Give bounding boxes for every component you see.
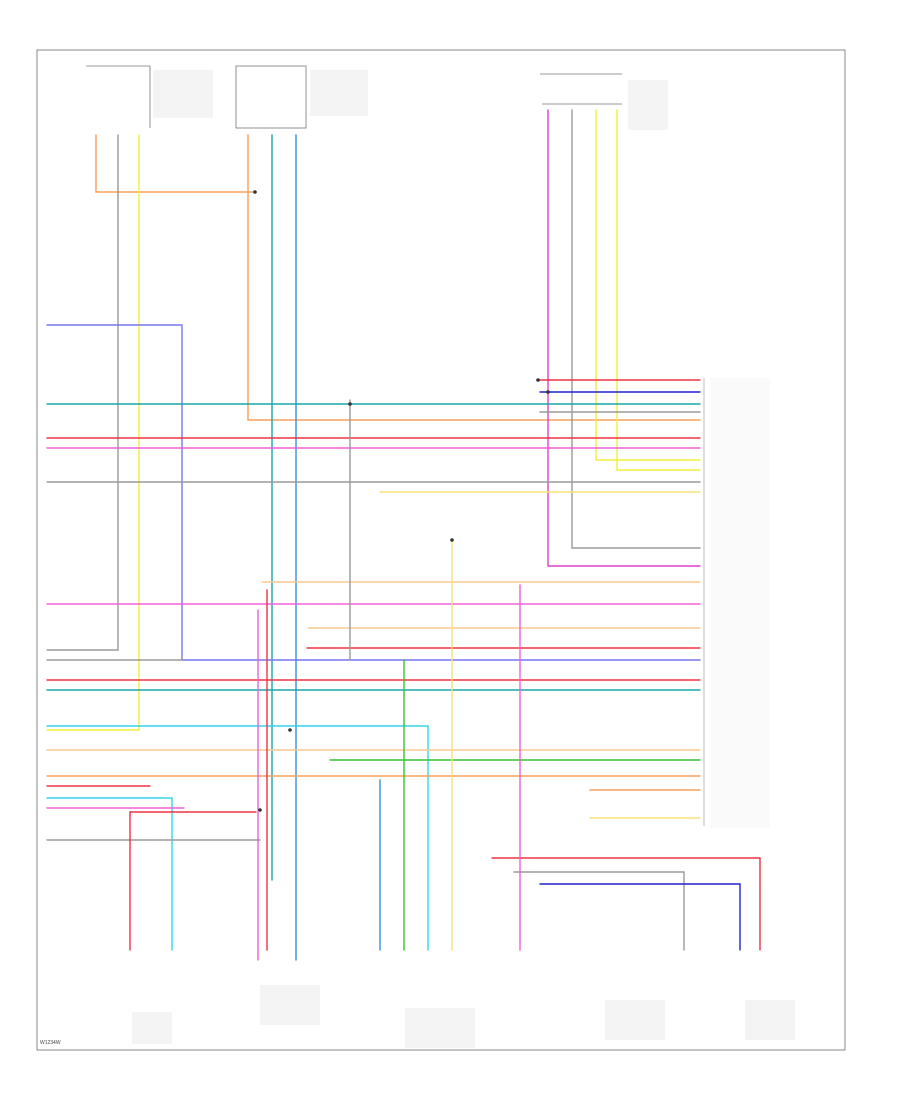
wire-yellow-9 <box>616 109 701 471</box>
wire-orange-0 <box>95 134 256 193</box>
splice-dot-1 <box>348 402 352 406</box>
connector-top-left <box>86 65 213 128</box>
splice-dot-4 <box>258 808 262 812</box>
splice-dot-6 <box>536 378 540 382</box>
wire-violet-10 <box>46 324 701 661</box>
wire-cyan-29 <box>46 797 173 951</box>
wire-red-40 <box>491 857 761 951</box>
module-pin-strip <box>703 378 770 828</box>
wire-navy-42 <box>539 883 741 951</box>
splice-dot-3 <box>288 728 292 732</box>
wire-gray-41 <box>513 871 685 951</box>
wire-yellow-2 <box>46 134 140 731</box>
wires-layer <box>46 109 761 961</box>
wire-yellow-8 <box>595 109 701 461</box>
connector-top-middle <box>235 65 368 129</box>
splice-dot-5 <box>546 390 550 394</box>
connector-top-right <box>540 73 668 130</box>
splice-points <box>253 190 550 812</box>
wire-gray-7 <box>571 109 701 549</box>
wire-gray-1 <box>46 134 119 651</box>
splice-dot-0 <box>253 190 257 194</box>
wire-orange-3 <box>247 134 701 421</box>
splice-dot-2 <box>450 538 454 542</box>
footer-code: W1234W <box>40 1040 61 1046</box>
diagram-border <box>36 49 846 1051</box>
wire-cyan-24 <box>46 725 429 951</box>
bottom-components <box>132 985 795 1048</box>
wire-magenta-6 <box>547 109 701 567</box>
